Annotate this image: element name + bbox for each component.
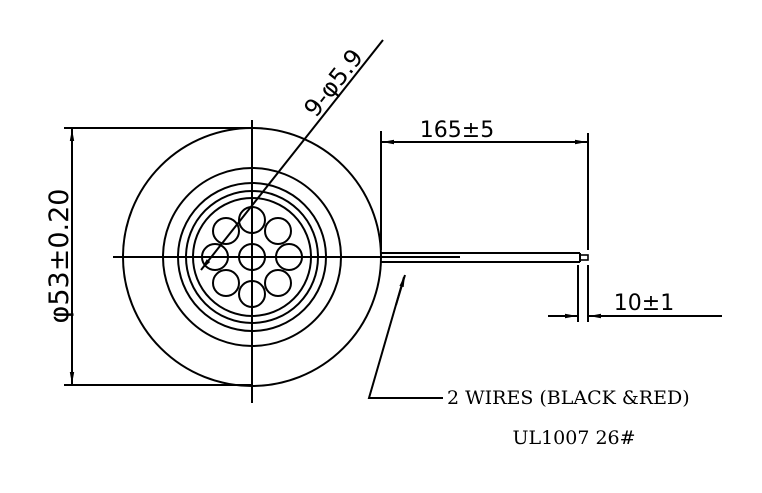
wire-length-dimension: 165±5	[380, 118, 589, 250]
diameter-label: φ53±0.20	[44, 189, 75, 324]
wire-note-line1: 2 WIRES (BLACK &RED)	[447, 387, 690, 409]
lead-wire	[381, 252, 589, 263]
wire-length-label: 165±5	[420, 118, 494, 143]
hole	[264, 269, 292, 297]
strip-length-label: 10±1	[614, 291, 674, 316]
wire-note-line2: UL1007 26#	[512, 427, 635, 449]
hole	[212, 217, 240, 245]
hole	[264, 217, 292, 245]
hole-callout: 9-φ5.9	[200, 39, 384, 271]
strip-length-dimension: 10±1	[548, 265, 722, 322]
hole	[212, 269, 240, 297]
diameter-dimension: φ53±0.20	[44, 127, 252, 386]
stripped-wire-end	[579, 254, 589, 261]
wire-note: 2 WIRES (BLACK &RED) UL1007 26#	[367, 274, 690, 449]
hole-callout-label: 9-φ5.9	[299, 44, 369, 122]
